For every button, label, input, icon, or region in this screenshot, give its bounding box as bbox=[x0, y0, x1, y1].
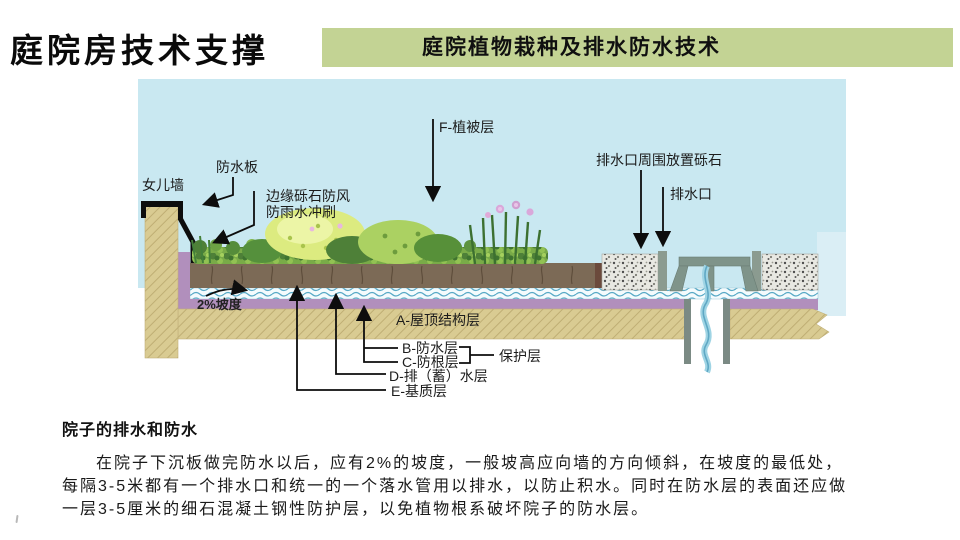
paragraph-line: 在院子下沉板做完防水以后，应有2%的坡度，一般坡高应向墙的方向倾斜，在坡度的最低… bbox=[96, 455, 844, 472]
drain-assembly bbox=[601, 251, 819, 374]
label-drain-outlet: 排水口 bbox=[670, 186, 712, 202]
diagram-svg: 女儿墙 防水板 边缘砾石防风 防雨水冲刷 F-植被层 排水口周围放置砾石 排水口… bbox=[138, 79, 846, 399]
drain-post-left bbox=[658, 251, 667, 291]
flowers bbox=[309, 200, 534, 232]
waterproof-purple-layer bbox=[176, 252, 818, 310]
leader-layer-d bbox=[327, 292, 386, 375]
gravel-left bbox=[601, 253, 659, 291]
leader-edge-gravel bbox=[212, 191, 255, 245]
left-grass bbox=[191, 235, 211, 264]
label-drain-gravel: 排水口周围放置砾石 bbox=[596, 152, 722, 168]
label-layer-b: B-防水层 bbox=[402, 340, 458, 356]
water-stream bbox=[700, 264, 712, 374]
label-layer-e: E-基质层 bbox=[391, 383, 447, 399]
bracket-protection bbox=[459, 346, 471, 364]
pipe-wall-left bbox=[684, 299, 691, 364]
label-layer-c: C-防根层 bbox=[402, 354, 459, 370]
drain-post-right bbox=[752, 251, 761, 291]
label-slope: 2%坡度 bbox=[197, 297, 243, 312]
vegetation bbox=[191, 200, 548, 265]
parapet-wall bbox=[141, 201, 183, 359]
leader-layer-bc bbox=[355, 304, 398, 363]
page-title: 庭院房技术支撑 bbox=[10, 32, 269, 69]
banner-title: 庭院植物栽种及排水防水技术 bbox=[422, 36, 721, 59]
dark-shrub-right bbox=[414, 234, 462, 262]
gravel-right bbox=[761, 253, 819, 291]
paragraph-line: 一层3-5厘米的细石混凝土钢性防护层，以免植物根系破坏院子的防水层。 bbox=[62, 501, 650, 518]
paragraph-line: 每隔3-5米都有一个排水口和统一的一个落水管用以排水，以防止积水。同时在防水层的… bbox=[62, 478, 848, 495]
banner: 庭院植物栽种及排水防水技术 bbox=[322, 28, 953, 67]
green-roof-section-diagram: 女儿墙 防水板 边缘砾石防风 防雨水冲刷 F-植被层 排水口周围放置砾石 排水口… bbox=[125, 79, 850, 410]
label-parapet: 女儿墙 bbox=[142, 177, 184, 193]
pipe-wall-right bbox=[723, 299, 730, 364]
body-paragraph: 在院子下沉板做完防水以后，应有2%的坡度，一般坡高应向墙的方向倾斜，在坡度的最低… bbox=[62, 452, 942, 521]
leader-layer-e bbox=[288, 284, 386, 391]
slope-arrow bbox=[205, 279, 249, 297]
label-layer-a: A-屋顶结构层 bbox=[396, 312, 480, 328]
roof-structure-slab bbox=[177, 308, 830, 340]
substrate-layer bbox=[190, 263, 602, 288]
drain-scupper bbox=[669, 256, 759, 292]
section-heading: 院子的排水和防水 bbox=[62, 422, 199, 439]
label-edge-gravel-2: 防雨水冲刷 bbox=[266, 204, 336, 220]
leader-lines bbox=[201, 119, 672, 391]
stray-mark bbox=[15, 514, 19, 524]
label-layer-d: D-排（蓄）水层 bbox=[389, 368, 488, 384]
tall-grass bbox=[468, 211, 542, 265]
label-vegetation: F-植被层 bbox=[439, 119, 494, 135]
label-waterproof-board: 防水板 bbox=[216, 159, 258, 175]
label-edge-gravel-1: 边缘砾石防风 bbox=[266, 188, 350, 204]
label-protection: 保护层 bbox=[499, 348, 541, 364]
leader-waterproof-board bbox=[201, 177, 234, 208]
